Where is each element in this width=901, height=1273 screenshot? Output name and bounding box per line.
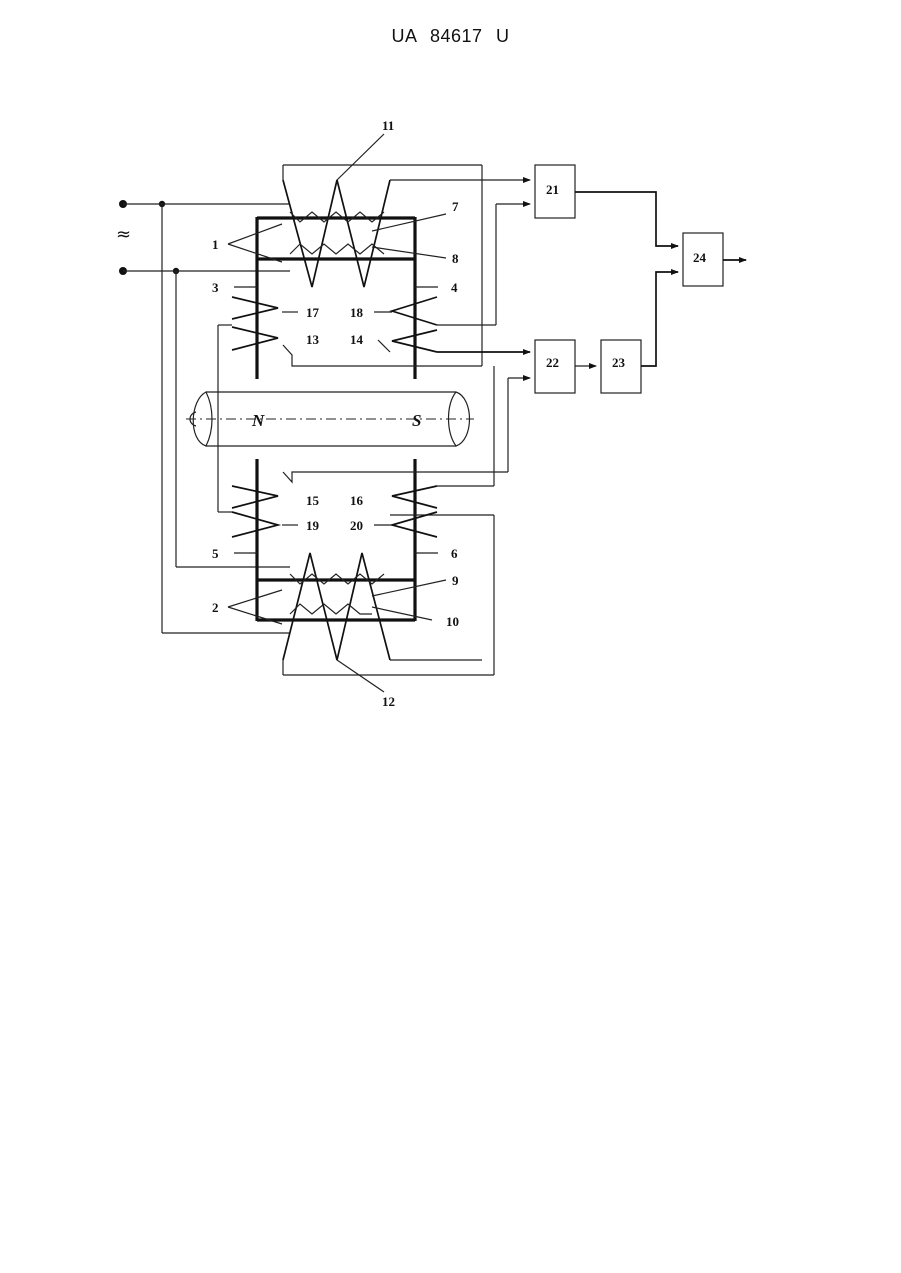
block-21: 21 xyxy=(535,165,575,218)
upper-core xyxy=(257,217,415,379)
block-22: 22 xyxy=(535,340,575,393)
block-24: 24 xyxy=(683,233,723,286)
magnetic-shaft xyxy=(186,392,474,446)
coil-11-upper-measuring xyxy=(283,165,530,366)
coil-15 xyxy=(232,486,278,508)
coil-12-lower-measuring xyxy=(283,515,494,675)
svg-text:22: 22 xyxy=(546,355,559,370)
label-12: 12 xyxy=(382,694,395,709)
ac-input-terminals xyxy=(119,200,290,633)
coil-10 xyxy=(290,604,372,614)
label-15: 15 xyxy=(306,493,320,508)
label-10: 10 xyxy=(446,614,459,629)
ac-symbol: ≈ xyxy=(116,224,131,245)
label-5: 5 xyxy=(212,546,219,561)
label-18: 18 xyxy=(350,305,364,320)
svg-text:24: 24 xyxy=(693,250,707,265)
lower-core xyxy=(257,459,415,621)
label-7: 7 xyxy=(452,199,459,214)
pole-north-label: N xyxy=(251,411,265,430)
pole-south-label: S xyxy=(412,411,421,430)
label-8: 8 xyxy=(452,251,459,266)
label-1: 1 xyxy=(212,237,219,252)
label-20: 20 xyxy=(350,518,363,533)
coil-19 xyxy=(232,512,278,537)
label-9: 9 xyxy=(452,573,459,588)
block-23: 23 xyxy=(601,340,641,393)
label-16: 16 xyxy=(350,493,364,508)
coil-8 xyxy=(290,244,384,254)
svg-text:21: 21 xyxy=(546,182,559,197)
label-11: 11 xyxy=(382,118,394,133)
label-17: 17 xyxy=(306,305,320,320)
label-6: 6 xyxy=(451,546,458,561)
coil-17 xyxy=(218,297,278,512)
label-2: 2 xyxy=(212,600,219,615)
label-13: 13 xyxy=(306,332,320,347)
coil-13 xyxy=(232,327,278,350)
label-19: 19 xyxy=(306,518,320,533)
label-14: 14 xyxy=(350,332,364,347)
label-4: 4 xyxy=(451,280,458,295)
label-3: 3 xyxy=(212,280,219,295)
svg-text:23: 23 xyxy=(612,355,626,370)
